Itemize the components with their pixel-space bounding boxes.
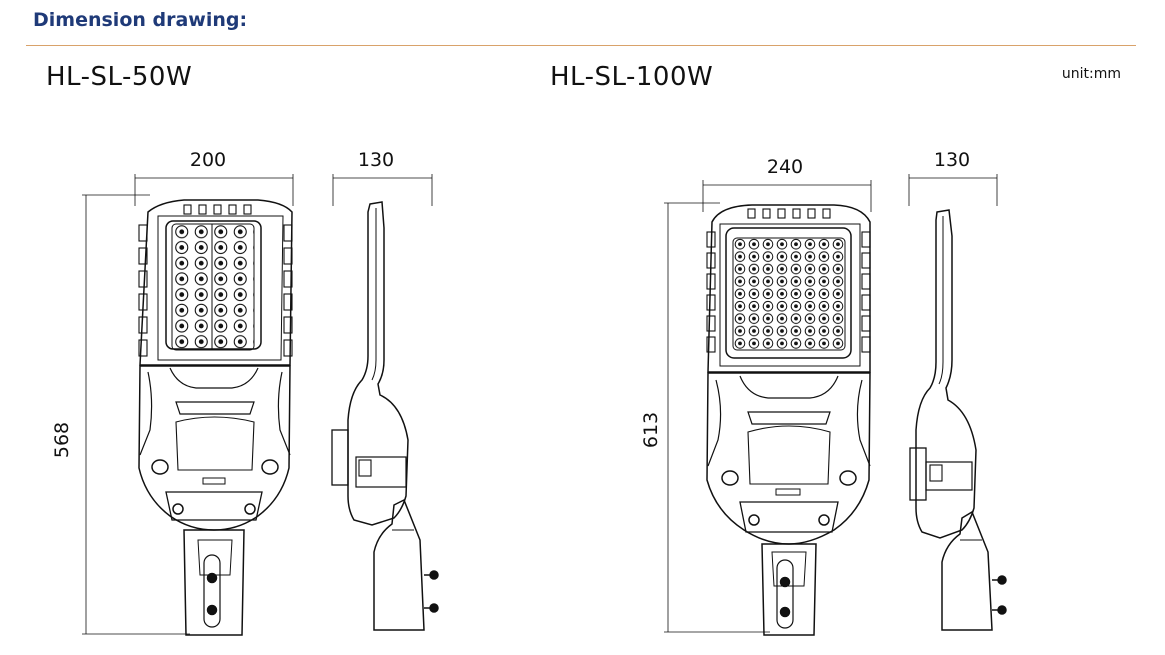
title-divider	[26, 45, 1136, 46]
side-view-100w	[909, 209, 1007, 631]
width-dimension-50w: 200	[190, 149, 226, 171]
depth-dimension-50w: 130	[358, 149, 394, 171]
unit-label: unit:mm	[1061, 66, 1121, 82]
height-dimension-50w: 568	[51, 422, 73, 458]
section-title: Dimension drawing:	[33, 9, 248, 31]
dimension-lines-50w	[82, 174, 433, 635]
depth-dimension-100w: 130	[934, 149, 970, 171]
width-dimension-100w: 240	[767, 156, 803, 178]
model-title-50w: HL-SL-50W	[46, 62, 193, 92]
side-view-50w	[331, 201, 439, 631]
dimension-lines-100w	[664, 174, 998, 633]
height-dimension-100w: 613	[640, 412, 662, 448]
model-title-100w: HL-SL-100W	[550, 62, 714, 92]
front-view-50w	[138, 199, 293, 636]
front-view-100w	[706, 204, 871, 636]
